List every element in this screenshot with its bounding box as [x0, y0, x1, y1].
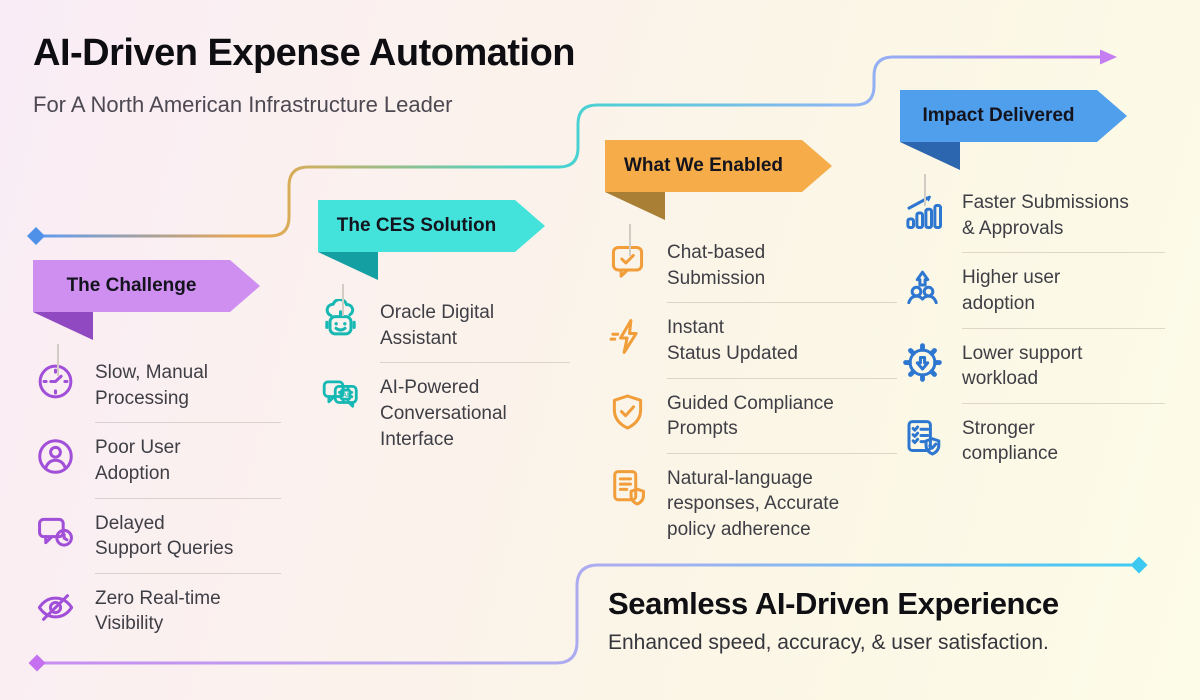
outcome-subtitle: Enhanced speed, accuracy, & user satisfa…	[608, 631, 1049, 654]
column-enabled: What We Enabled Chat-based Submission	[605, 140, 897, 554]
ribbon-fold	[605, 192, 665, 220]
list-item: Guided Compliance Prompts	[605, 379, 897, 453]
item-label: Poor User Adoption	[95, 437, 181, 484]
list-item: Poor User Adoption	[33, 423, 281, 497]
diamond-marker-bottom-end	[1130, 556, 1148, 574]
banner-label: What We Enabled	[605, 140, 832, 192]
list-item: AI AI-Powered Conversational Interface	[318, 363, 570, 463]
list-item: Zero Real-time Visibility	[33, 574, 281, 648]
arrowhead-icon	[1100, 49, 1117, 65]
item-label: Faster Submissions & Approvals	[962, 192, 1129, 239]
diamond-marker-top	[27, 227, 45, 245]
list-item: Stronger compliance	[900, 404, 1165, 478]
column-impact: Impact Delivered Faster Submissions & Ap…	[900, 90, 1165, 478]
divider	[95, 572, 281, 574]
doc-shield-icon	[605, 465, 650, 510]
divider	[95, 497, 281, 499]
banner-label: Impact Delivered	[900, 90, 1127, 142]
ribbon-fold	[318, 252, 378, 280]
users-up-icon	[900, 264, 945, 309]
hang-line	[57, 344, 59, 376]
divider	[667, 452, 897, 454]
list-item: Oracle Digital Assistant	[318, 288, 570, 362]
divider	[667, 377, 897, 379]
item-label: AI-Powered Conversational Interface	[380, 377, 507, 450]
divider	[95, 422, 281, 424]
item-label: Higher user adoption	[962, 267, 1061, 314]
divider	[962, 327, 1165, 329]
item-label: Stronger compliance	[962, 417, 1059, 465]
robot-icon	[318, 299, 363, 344]
chat-clock-icon	[33, 510, 78, 555]
list-item: Instant Status Updated	[605, 303, 897, 377]
ribbon-fold	[33, 312, 93, 340]
challenge-items: Slow, Manual Processing Poor User Adopti…	[33, 348, 281, 648]
solution-items: Oracle Digital Assistant AI AI-Powered C…	[318, 288, 570, 463]
impact-items: Faster Submissions & Approvals Higher us…	[900, 178, 1165, 478]
list-item: Natural-language responses, Accurate pol…	[605, 454, 897, 554]
item-label: Delayed Support Queries	[95, 512, 234, 560]
item-label: Guided Compliance Prompts	[667, 392, 834, 440]
list-item: Slow, Manual Processing	[33, 348, 281, 422]
list-item: Higher user adoption	[900, 253, 1165, 327]
chat-ai-icon: AI	[318, 374, 363, 419]
item-label: Instant Status Updated	[667, 317, 798, 364]
divider	[962, 252, 1165, 254]
list-item: Delayed Support Queries	[33, 499, 281, 573]
chart-up-icon	[900, 189, 945, 234]
outcome-title: Seamless AI-Driven Experience	[608, 586, 1059, 621]
checklist-shield-icon	[900, 415, 945, 460]
item-label: Slow, Manual Processing	[95, 362, 209, 409]
diamond-marker-bottom-start	[28, 654, 46, 672]
ribbon-fold	[900, 142, 960, 170]
chat-check-icon	[605, 239, 650, 284]
item-label: Zero Real-time Visibility	[95, 587, 221, 635]
divider	[667, 302, 897, 304]
svg-text:AI: AI	[342, 392, 349, 399]
page-subtitle: For A North American Infrastructure Lead…	[33, 92, 453, 117]
shield-check-icon	[605, 390, 650, 435]
banner-label: The CES Solution	[318, 200, 545, 252]
item-label: Natural-language responses, Accurate pol…	[667, 467, 840, 541]
divider	[962, 402, 1165, 404]
banner-impact: Impact Delivered	[900, 90, 1127, 206]
divider	[380, 362, 570, 364]
banner-challenge: The Challenge	[33, 260, 260, 376]
gear-down-icon	[900, 340, 945, 385]
lightning-icon	[605, 314, 650, 359]
user-icon	[33, 434, 78, 479]
hang-line	[629, 224, 631, 256]
enabled-items: Chat-based Submission Instant Status Upd…	[605, 228, 897, 554]
list-item: Chat-based Submission	[605, 228, 897, 302]
list-item: Faster Submissions & Approvals	[900, 178, 1165, 252]
header: AI-Driven Expense Automation For A North…	[33, 32, 576, 118]
banner-solution: The CES Solution	[318, 200, 545, 316]
hang-line	[924, 174, 926, 206]
column-challenge: The Challenge Slow, Manual Processing	[33, 260, 281, 648]
hang-line	[342, 284, 344, 316]
eye-off-icon	[33, 585, 78, 630]
outcome-section: Seamless AI-Driven Experience Enhanced s…	[608, 586, 1059, 655]
list-item: Lower support workload	[900, 329, 1165, 403]
clock-icon	[33, 359, 78, 404]
item-label: Chat-based Submission	[667, 242, 766, 289]
item-label: Lower support workload	[962, 342, 1083, 390]
page-title: AI-Driven Expense Automation	[33, 32, 576, 74]
item-label: Oracle Digital Assistant	[380, 302, 495, 349]
banner-enabled: What We Enabled	[605, 140, 832, 256]
banner-label: The Challenge	[33, 260, 260, 312]
column-solution: The CES Solution Oracle Digita	[318, 200, 570, 463]
